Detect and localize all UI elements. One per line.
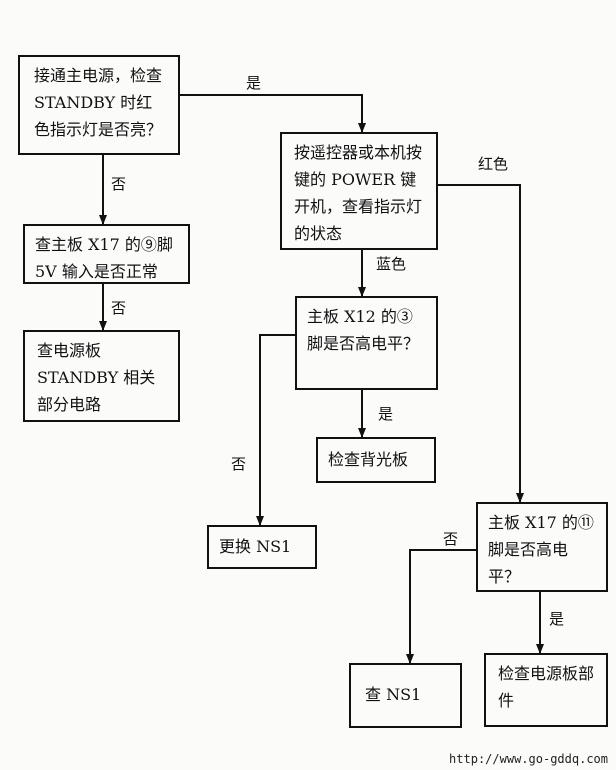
node-text: 检查电源板部件 [498,664,595,710]
edge-label-no: 否 [231,455,247,473]
node-check-power-board-parts: 检查电源板部件 [484,653,608,727]
node-text: 主板 X12 的③脚是否高电平？ [307,307,420,353]
node-text: 更换 NS1 [219,537,292,556]
node-text: 检查背光板 [328,450,409,469]
edge-label-yes: 是 [549,610,565,628]
edge-label-blue: 蓝色 [376,255,407,273]
node-power-on-check-led: 按遥控器或本机按键的 POWER 键开机，查看指示灯的状态 [280,132,438,250]
edge-label-red: 红色 [478,155,509,173]
node-check-backlight: 检查背光板 [316,437,436,483]
edge-label-yes: 是 [378,405,394,423]
edge-n8-n9 [406,549,476,664]
node-text: 查主板 X17 的⑨脚 5V 输入是否正常 [35,235,173,281]
edge-label-no: 否 [111,299,127,317]
edge-label-no: 否 [111,175,127,193]
node-text: 查 NS1 [365,685,422,704]
node-text: 接通主电源，检查 STANDBY 时红色指示灯是否亮？ [34,66,163,139]
node-text: 主板 X17 的⑪脚是否高电平？ [488,513,594,586]
node-x17-pin11-high: 主板 X17 的⑪脚是否高电平？ [476,502,608,592]
node-check-power-board-standby: 查电源板 STANDBY 相关部分电路 [23,330,180,422]
node-check-standby-red-led: 接通主电源，检查 STANDBY 时红色指示灯是否亮？ [18,55,180,155]
node-check-x17-pin9: 查主板 X17 的⑨脚 5V 输入是否正常 [23,224,190,284]
node-replace-ns1: 更换 NS1 [207,525,317,569]
edge-label-no: 否 [443,530,459,548]
edge-n5-n7 [256,334,295,526]
node-check-ns1: 查 NS1 [349,663,462,728]
edge-n2-n8 [438,184,524,503]
node-text: 按遥控器或本机按键的 POWER 键开机，查看指示灯的状态 [294,143,423,243]
node-x12-pin3-high: 主板 X12 的③脚是否高电平？ [295,296,438,390]
edge-label-yes: 是 [246,74,262,92]
footer-url: http://www.go-gddq.com [449,752,608,766]
node-text: 查电源板 STANDBY 相关部分电路 [37,341,156,414]
edge-n1-n2 [180,94,366,133]
